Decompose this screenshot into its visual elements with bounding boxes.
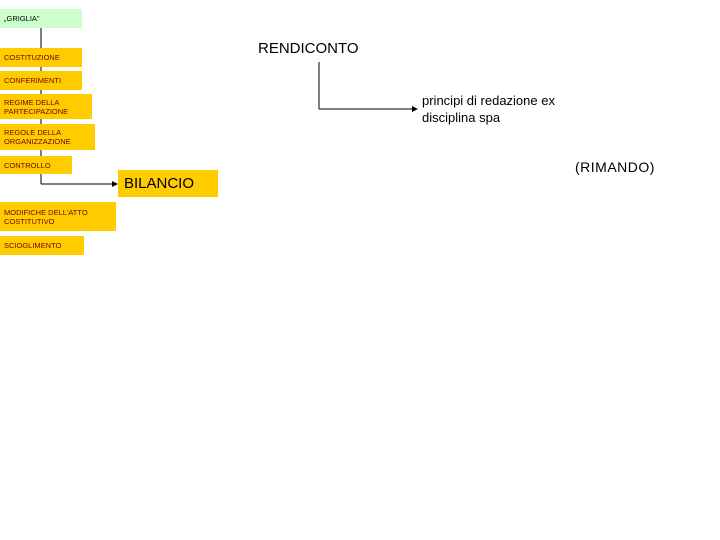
grid-item-label: CONFERIMENTI (4, 76, 62, 85)
grid-item-conferimenti: CONFERIMENTI (0, 71, 82, 90)
grid-item-label: REGOLE DELLA ORGANIZZAZIONE (4, 128, 71, 146)
bilancio-arrowhead (112, 181, 118, 187)
grid-item-controllo: CONTROLLO (0, 156, 72, 174)
rendiconto-label: RENDICONTO (258, 40, 359, 57)
grid-item-scioglimento: SCIOGLIMENTO (0, 236, 84, 255)
griglia-title-box: „GRIGLIA” (0, 9, 82, 28)
grid-item-label: REGIME DELLA PARTECIPAZIONE (4, 97, 69, 116)
grid-item-label: COSTITUZIONE (4, 53, 60, 62)
principi-arrowhead (412, 106, 418, 112)
grid-item-costituzione: COSTITUZIONE (0, 48, 82, 67)
grid-item-label: MODIFICHE DELL'ATTO COSTITUTIVO (4, 207, 88, 226)
grid-item-regole-organizzazione: REGOLE DELLA ORGANIZZAZIONE (0, 124, 95, 150)
rimando-label: (RIMANDO) (575, 159, 655, 175)
grid-item-modifiche-atto: MODIFICHE DELL'ATTO COSTITUTIVO (0, 202, 116, 231)
grid-item-label: SCIOGLIMENTO (4, 241, 62, 250)
bilancio-label: BILANCIO (124, 174, 195, 192)
grid-item-label: CONTROLLO (4, 160, 51, 170)
grid-item-regime-partecipazione: REGIME DELLA PARTECIPAZIONE (0, 94, 92, 119)
griglia-title-label: „GRIGLIA” (4, 14, 40, 23)
principi-label: principi di redazione ex disciplina spa (422, 93, 555, 125)
bilancio-box: BILANCIO (118, 170, 218, 197)
